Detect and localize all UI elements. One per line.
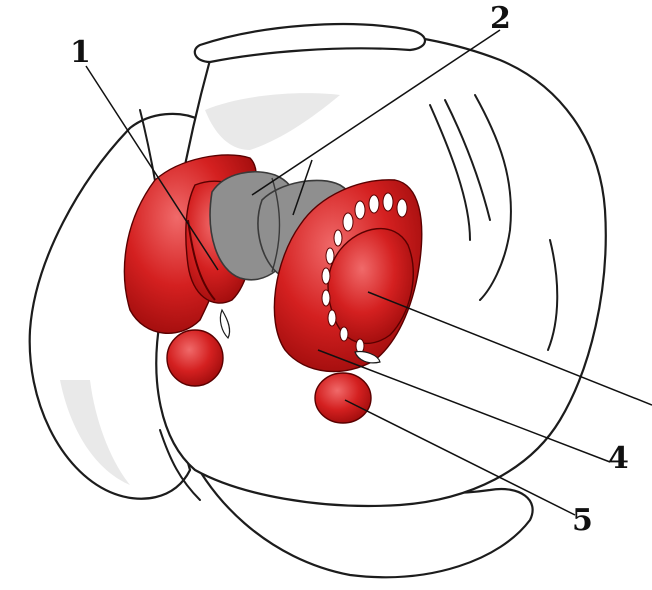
fiber-11 <box>340 327 348 341</box>
fiber-12 <box>356 339 364 353</box>
fiber-9 <box>322 290 330 306</box>
fiber-7 <box>326 248 334 264</box>
fiber-4 <box>397 199 407 217</box>
fiber-8 <box>322 268 330 284</box>
fiber-2 <box>369 195 379 213</box>
fiber-3 <box>383 193 393 211</box>
fiber-1 <box>355 201 365 219</box>
label-4: 4 <box>608 441 629 476</box>
fiber-6 <box>334 230 342 246</box>
label-5: 5 <box>572 503 593 538</box>
right-small-lobe <box>315 373 371 423</box>
left-small-lobe <box>167 330 223 386</box>
fiber-5 <box>343 213 353 231</box>
fiber-10 <box>328 310 336 326</box>
label-1: 1 <box>70 35 91 70</box>
label-2: 2 <box>490 1 511 36</box>
